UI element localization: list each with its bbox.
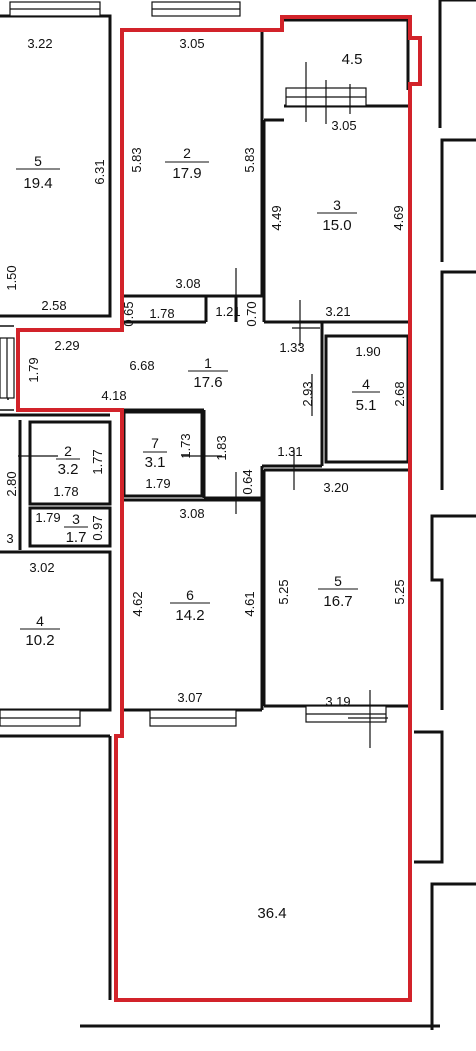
dimension: 5.83 xyxy=(129,147,144,172)
room-number: 6 xyxy=(186,587,194,603)
dimension: 3.08 xyxy=(179,506,204,521)
dimension: 4.49 xyxy=(269,205,284,230)
room-area: 3.2 xyxy=(58,461,79,478)
dimension: 2.29 xyxy=(54,338,79,353)
right-neighbor-walls xyxy=(80,0,476,1030)
room-area: 5.1 xyxy=(356,397,377,414)
room-number: 5 xyxy=(334,573,342,589)
dimension: 3.07 xyxy=(177,690,202,705)
dimension: 1.73 xyxy=(178,433,193,458)
room-number: 2 xyxy=(183,145,191,161)
balcony-area: 4.5 xyxy=(342,51,363,68)
dimension: 4.18 xyxy=(101,388,126,403)
dimension: 0.97 xyxy=(90,515,105,540)
dimension: 3.19 xyxy=(325,694,350,709)
dimension: 1.78 xyxy=(53,484,78,499)
dimension: 0.64 xyxy=(240,469,255,494)
dimension-lines xyxy=(18,62,388,748)
dimension: 3.02 xyxy=(29,560,54,575)
dimension: 4.61 xyxy=(242,591,257,616)
dimension: 3.20 xyxy=(323,480,348,495)
room-number: 5 xyxy=(34,153,42,169)
dimension: 3.08 xyxy=(175,276,200,291)
room-area: 10.2 xyxy=(25,632,54,649)
dimension: 5.83 xyxy=(242,147,257,172)
room-area: 17.6 xyxy=(193,374,222,391)
dimension: 1.90 xyxy=(355,344,380,359)
dimension: 3.21 xyxy=(325,304,350,319)
dimension: 3 xyxy=(6,531,13,546)
dimension: 1.77 xyxy=(90,449,105,474)
room-number: 4 xyxy=(362,376,370,392)
room-area: 16.7 xyxy=(323,593,352,610)
room-area: 17.9 xyxy=(172,165,201,182)
apartment-outline xyxy=(16,15,422,1002)
room-number: 1 xyxy=(204,355,212,371)
dimension: 6.68 xyxy=(129,358,154,373)
room-number: 2 xyxy=(64,443,72,459)
room-area: 15.0 xyxy=(322,217,351,234)
dimension: 1.50 xyxy=(4,265,19,290)
dimension: 5.25 xyxy=(392,579,407,604)
dimension-labels: 3.22 3.05 5.83 5.83 3.05 4.49 4.69 6.31 … xyxy=(4,36,407,709)
room-number: 4 xyxy=(36,613,44,629)
dimension: 4.62 xyxy=(130,591,145,616)
dimension: 3.05 xyxy=(179,36,204,51)
dimension: 6.31 xyxy=(92,159,107,184)
dimension: 3.05 xyxy=(331,118,356,133)
dimension: 2.68 xyxy=(392,381,407,406)
dimension: 4.69 xyxy=(391,205,406,230)
room-area: 3.1 xyxy=(145,454,166,471)
room-number: 7 xyxy=(151,435,159,451)
dimension: 2.93 xyxy=(300,381,315,406)
room-area: 19.4 xyxy=(23,175,52,192)
room-labels: 1 17.6 2 17.9 3 15.0 4 5.1 5 16.7 6 14.2… xyxy=(16,51,380,922)
dimension: 1.79 xyxy=(26,357,41,382)
dimension: 3.22 xyxy=(27,36,52,51)
room-area: 14.2 xyxy=(175,607,204,624)
dimension: 1.33 xyxy=(279,340,304,355)
dimension: 0.70 xyxy=(244,301,259,326)
dimension: 2.58 xyxy=(41,298,66,313)
dimension: 1.21 xyxy=(215,304,240,319)
room-area: 1.7 xyxy=(66,529,87,546)
room-number: 3 xyxy=(72,511,80,527)
dimension: 1.78 xyxy=(149,306,174,321)
terrace-area: 36.4 xyxy=(257,905,286,922)
dimension: 1.79 xyxy=(145,476,170,491)
apartment-walls xyxy=(122,18,410,712)
dimension: 5.25 xyxy=(276,579,291,604)
room-number: 3 xyxy=(333,197,341,213)
dimension: 1.83 xyxy=(214,435,229,460)
dimension: 2.80 xyxy=(4,471,19,496)
dimension: 1.31 xyxy=(277,444,302,459)
dimension: 0.65 xyxy=(121,301,136,326)
dimension: 1.79 xyxy=(35,510,60,525)
